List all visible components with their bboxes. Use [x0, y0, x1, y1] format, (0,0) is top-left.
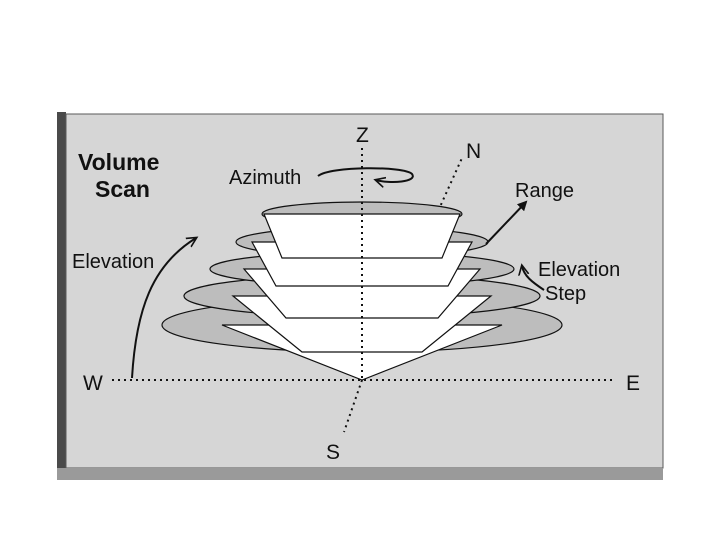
label-elevation-step-line2: Step: [545, 283, 586, 305]
label-w: W: [83, 372, 103, 395]
diagram-title-line1: Volume: [78, 149, 159, 175]
elevation-arrow: [131, 238, 196, 379]
range-arrow: [485, 200, 528, 245]
diagram-title-line2: Scan: [95, 176, 150, 202]
panel-shadow: [57, 112, 66, 480]
azimuth-rotation-arrow: [317, 167, 414, 182]
label-elevation: Elevation: [72, 251, 154, 273]
label-s: S: [326, 441, 340, 464]
label-azimuth: Azimuth: [229, 167, 301, 189]
elevation-tier-1: [261, 201, 463, 259]
label-n: N: [466, 140, 481, 163]
label-e: E: [626, 372, 640, 395]
label-range: Range: [515, 180, 574, 202]
elevation-step-arrow: [522, 266, 545, 291]
label-z: Z: [356, 124, 369, 147]
label-elevation-step-line1: Elevation: [538, 259, 620, 281]
panel-bottom-edge: [57, 468, 663, 480]
